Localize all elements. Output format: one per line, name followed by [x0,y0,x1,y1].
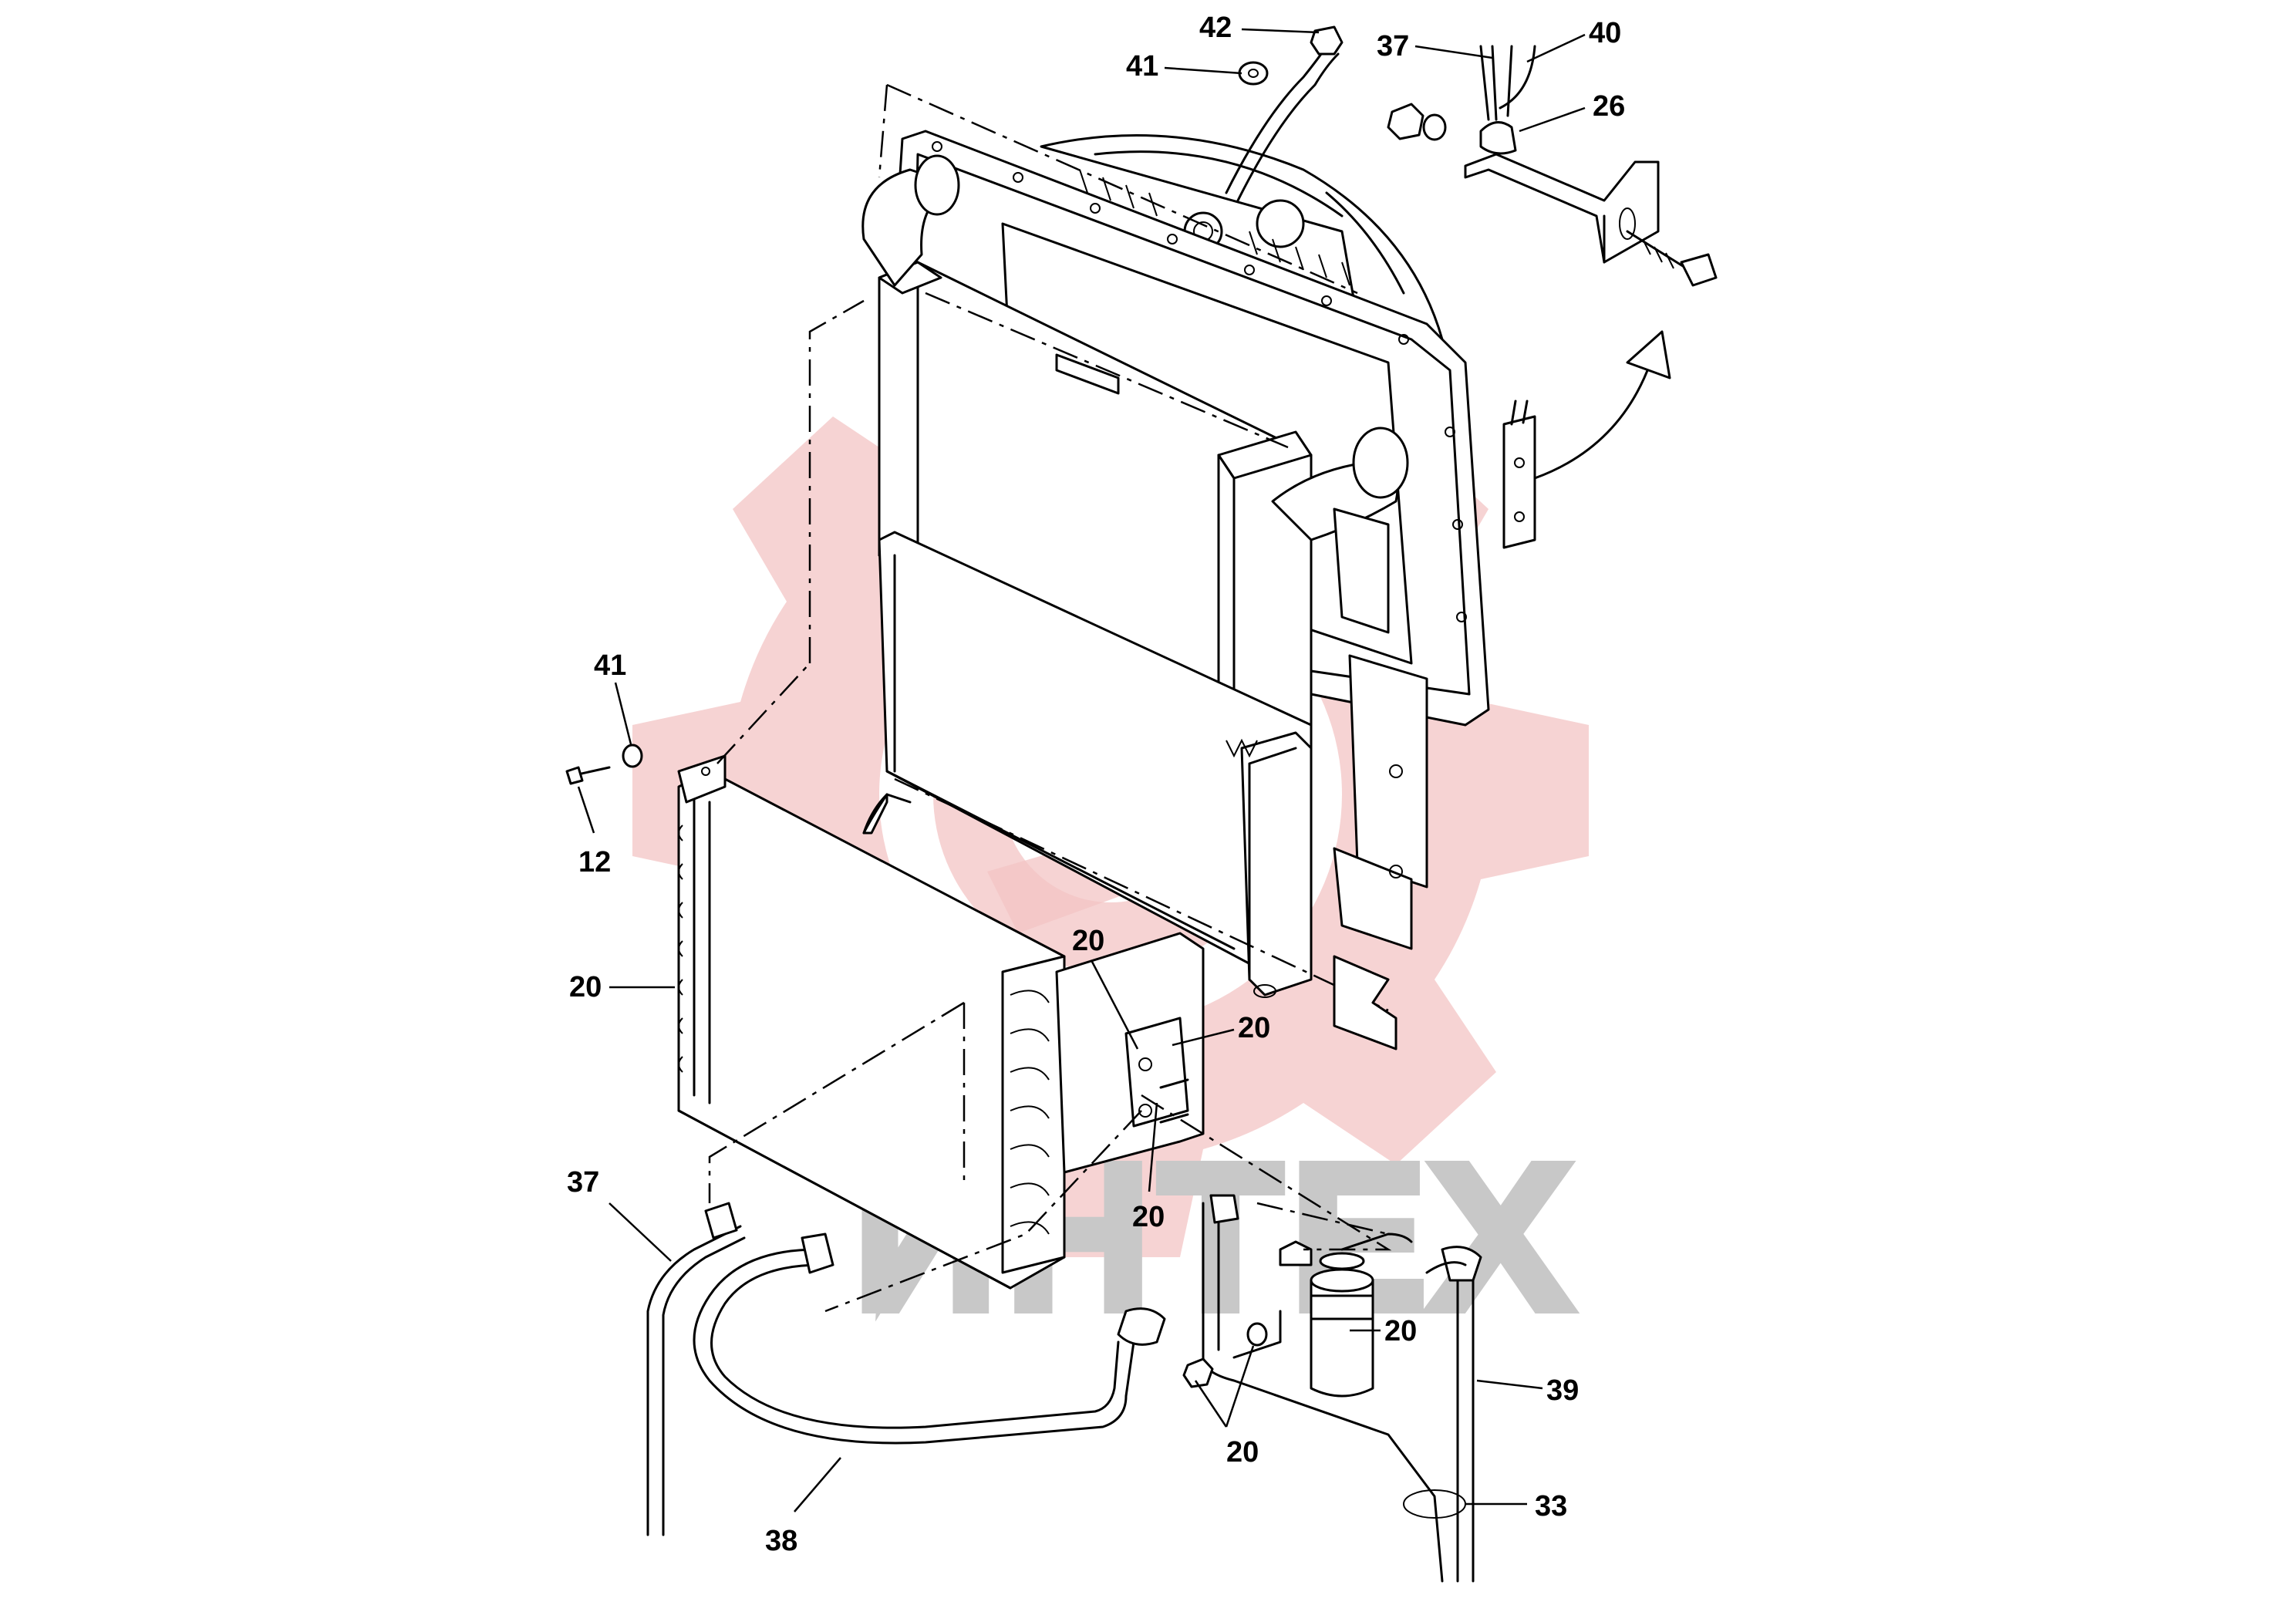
callout-20-receiver: 20 [1384,1315,1417,1347]
side-brackets [1333,400,1536,1050]
callout-26: 26 [1593,90,1625,123]
callout-41-top: 41 [1126,50,1158,83]
receiver-dryer [1279,1233,1413,1398]
callout-37-lower: 37 [567,1166,599,1199]
callout-20-bracket-right: 20 [1238,1012,1270,1044]
callout-20-condenser: 20 [569,971,602,1003]
nut-20 [1182,1357,1214,1388]
heater-core [862,531,1389,1012]
callout-40: 40 [1589,17,1621,49]
callout-20-bracket-bottom: 20 [1132,1201,1165,1233]
assembly-lines [708,1001,1392,1313]
top-hose [1225,45,1328,194]
condenser [677,299,1205,1290]
callout-39: 39 [1546,1374,1579,1407]
washer-41-left [622,744,643,768]
evaporator-core-upper [861,154,1409,742]
callout-41-left: 41 [594,649,626,682]
callout-20-washers: 20 [1226,1436,1259,1469]
callout-leaders [577,28,1586,1512]
callout-labels: 42 41 37 40 26 41 12 20 20 20 20 20 20 3… [567,12,1625,1557]
detail-clamp-bracket [1387,45,1718,287]
callout-20-bracket-top: 20 [1072,925,1104,957]
fitting-42 [1310,25,1344,56]
hose-38 [693,1233,1166,1445]
washer-20 [1246,1322,1268,1347]
callout-42: 42 [1199,12,1232,44]
hose-37-lower [646,1202,746,1536]
callout-12: 12 [578,846,611,878]
callout-37-top: 37 [1377,30,1409,62]
hose-39 [1425,1246,1482,1583]
detail-arrow [1533,361,1652,480]
callout-38: 38 [765,1525,797,1557]
callout-33: 33 [1535,1490,1567,1523]
washer-41-top [1238,61,1269,86]
